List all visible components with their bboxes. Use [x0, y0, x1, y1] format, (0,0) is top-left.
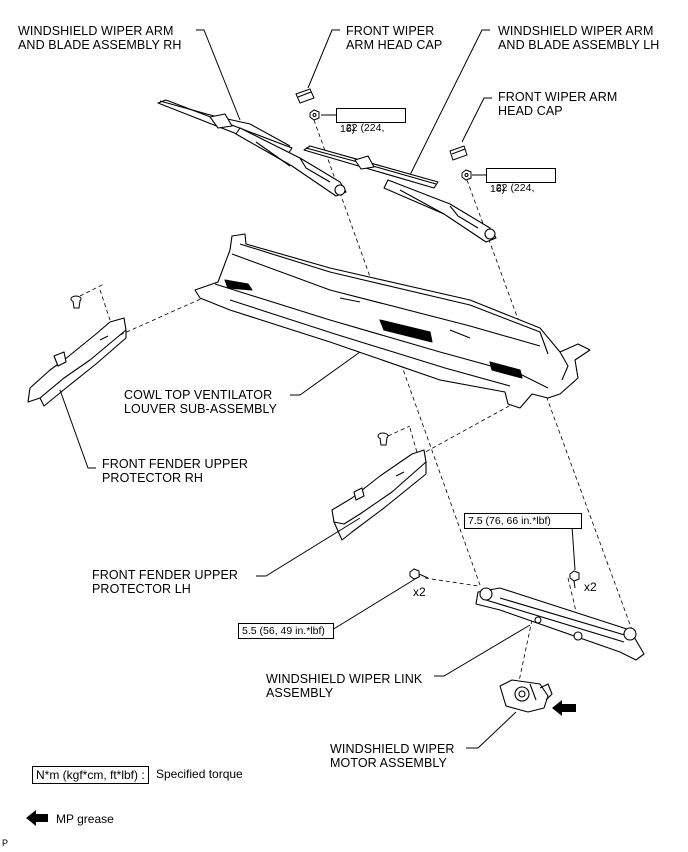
- front-fender-protector-rh: [27, 317, 127, 407]
- label-head-cap-1: FRONT WIPER ARM HEAD CAP: [346, 24, 443, 52]
- torque-nut-lh-line2: 16): [490, 183, 506, 195]
- link-bolts: [409, 568, 580, 589]
- count-left-bolts: x2: [413, 585, 426, 599]
- torque-link-bolt-left: 5.5 (56, 49 in.*lbf): [238, 623, 334, 639]
- label-head-cap-2: FRONT WIPER ARM HEAD CAP: [498, 90, 618, 118]
- wiper-motor-assembly: [499, 679, 553, 713]
- label-wiper-arm-lh: WINDSHIELD WIPER ARM AND BLADE ASSEMBLY …: [498, 24, 660, 52]
- label-cowl-louver: COWL TOP VENTILATOR LOUVER SUB-ASSEMBLY: [124, 388, 278, 416]
- head-cap-1: [295, 88, 315, 104]
- legend-grease-text: MP grease: [56, 812, 114, 826]
- torque-nut-lh-line1: 22 (224,: [495, 182, 535, 194]
- label-wiper-motor: WINDSHIELD WIPER MOTOR ASSEMBLY: [330, 742, 455, 770]
- legend-torque-box: N*m (kgf*cm, ft*lbf) :: [32, 766, 149, 784]
- wiper-link-assembly: [475, 587, 645, 661]
- torque-link-bolt-right: 7.5 (76, 66 in.*lbf): [464, 513, 582, 529]
- torque-box-nut-lh: 22 (224,: [486, 168, 556, 194]
- legend-torque-text: Specified torque: [156, 767, 243, 781]
- label-wiper-link: WINDSHIELD WIPER LINK ASSEMBLY: [266, 672, 423, 700]
- protector-clips: [70, 295, 389, 446]
- torque-nut-rh-line1: 22 (224,: [345, 122, 385, 134]
- label-wiper-arm-rh: WINDSHIELD WIPER ARM AND BLADE ASSEMBLY …: [18, 24, 182, 52]
- leader-lines: [59, 29, 576, 749]
- wiper-arm-lh-assembly: [303, 145, 497, 243]
- cowl-top-louver: [194, 233, 591, 409]
- torque-box-nut-rh: 22 (224,: [336, 108, 406, 134]
- label-fender-lh: FRONT FENDER UPPER PROTECTOR LH: [92, 568, 239, 596]
- count-right-bolts: x2: [584, 580, 597, 594]
- wiper-arm-nuts: [309, 109, 472, 181]
- corner-mark: P: [2, 838, 9, 848]
- front-fender-protector-lh: [331, 449, 427, 541]
- head-cap-2: [449, 145, 468, 161]
- legend-arrow-icon: [26, 810, 48, 826]
- torque-nut-rh-line2: 16): [340, 123, 356, 135]
- label-fender-rh: FRONT FENDER UPPER PROTECTOR RH: [102, 457, 249, 485]
- grease-arrow-icon: [552, 700, 576, 716]
- wiper-arm-rh-assembly: [157, 99, 347, 197]
